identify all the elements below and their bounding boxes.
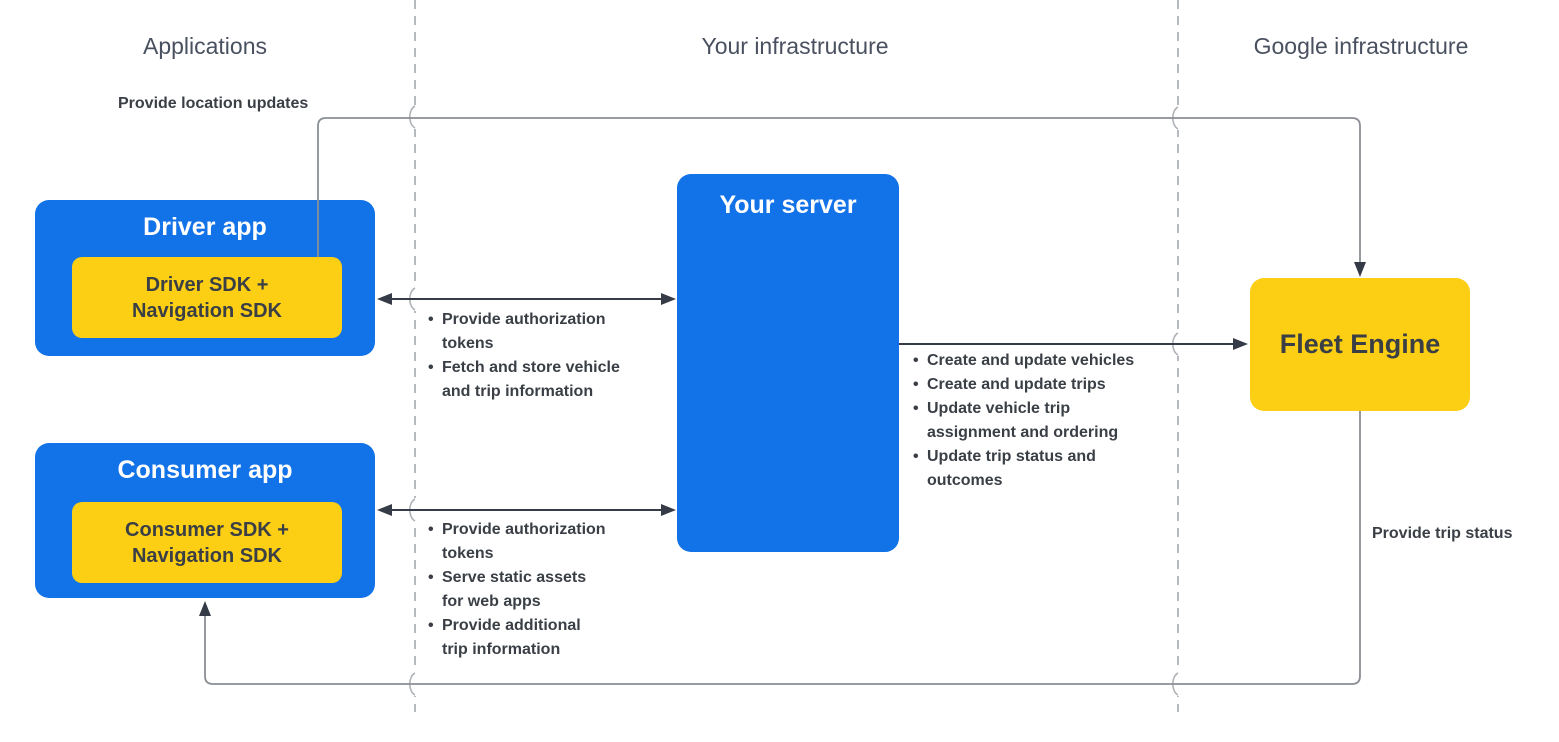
- driver-sdk-node: Driver SDK + Navigation SDK: [72, 257, 342, 338]
- column-header-applications: Applications: [142, 33, 268, 59]
- edge-driver-server: [377, 293, 676, 305]
- fleet-engine-title: Fleet Engine: [1279, 329, 1441, 359]
- driver-server-bullets: Provide authorization tokensFetch and st…: [428, 308, 643, 404]
- driver-app-node: Driver app Driver SDK + Navigation SDK: [35, 200, 375, 356]
- server-fleet-bullets: Create and update vehiclesCreate and upd…: [913, 349, 1183, 493]
- bullet-item: Provide authorization tokens: [428, 308, 643, 356]
- bullet-item: Update trip status and outcomes: [913, 445, 1183, 493]
- your-server-title: Your server: [719, 191, 857, 219]
- arrowhead-into-fleet-left: [1233, 338, 1248, 350]
- bullet-item: Provide authorization tokens: [428, 518, 643, 566]
- bullet-item: Update vehicle trip assignment and order…: [913, 397, 1183, 445]
- bullet-item: Fetch and store vehicle and trip informa…: [428, 356, 643, 404]
- arrowhead-into-driver: [377, 293, 392, 305]
- consumer-app-title: Consumer app: [117, 456, 293, 484]
- trip-status-label: Provide trip status: [1372, 525, 1513, 542]
- arrowhead-into-consumer-bottom: [199, 601, 211, 616]
- consumer-sdk-node: Consumer SDK + Navigation SDK: [72, 502, 342, 583]
- arrowhead-into-server-upper: [661, 293, 676, 305]
- bullet-item: Provide additional trip information: [428, 614, 643, 662]
- arrowhead-into-consumer: [377, 504, 392, 516]
- location-updates-label: Provide location updates: [118, 95, 309, 112]
- consumer-server-bullets: Provide authorization tokensServe static…: [428, 518, 643, 662]
- bullet-item: Serve static assets for web apps: [428, 566, 643, 614]
- fleet-engine-node: Fleet Engine: [1250, 278, 1470, 411]
- your-server-node: Your server: [677, 174, 899, 552]
- consumer-app-node: Consumer app Consumer SDK + Navigation S…: [35, 443, 375, 598]
- column-header-your-infrastructure: Your infrastructure: [701, 33, 889, 59]
- column-header-google-infrastructure: Google infrastructure: [1253, 33, 1469, 59]
- arrowhead-into-server-lower: [661, 504, 676, 516]
- edge-consumer-server: [377, 504, 676, 516]
- bullet-item: Create and update trips: [913, 373, 1183, 397]
- arrowhead-into-fleet-top: [1354, 262, 1366, 277]
- bullet-item: Create and update vehicles: [913, 349, 1183, 373]
- driver-app-title: Driver app: [143, 213, 267, 241]
